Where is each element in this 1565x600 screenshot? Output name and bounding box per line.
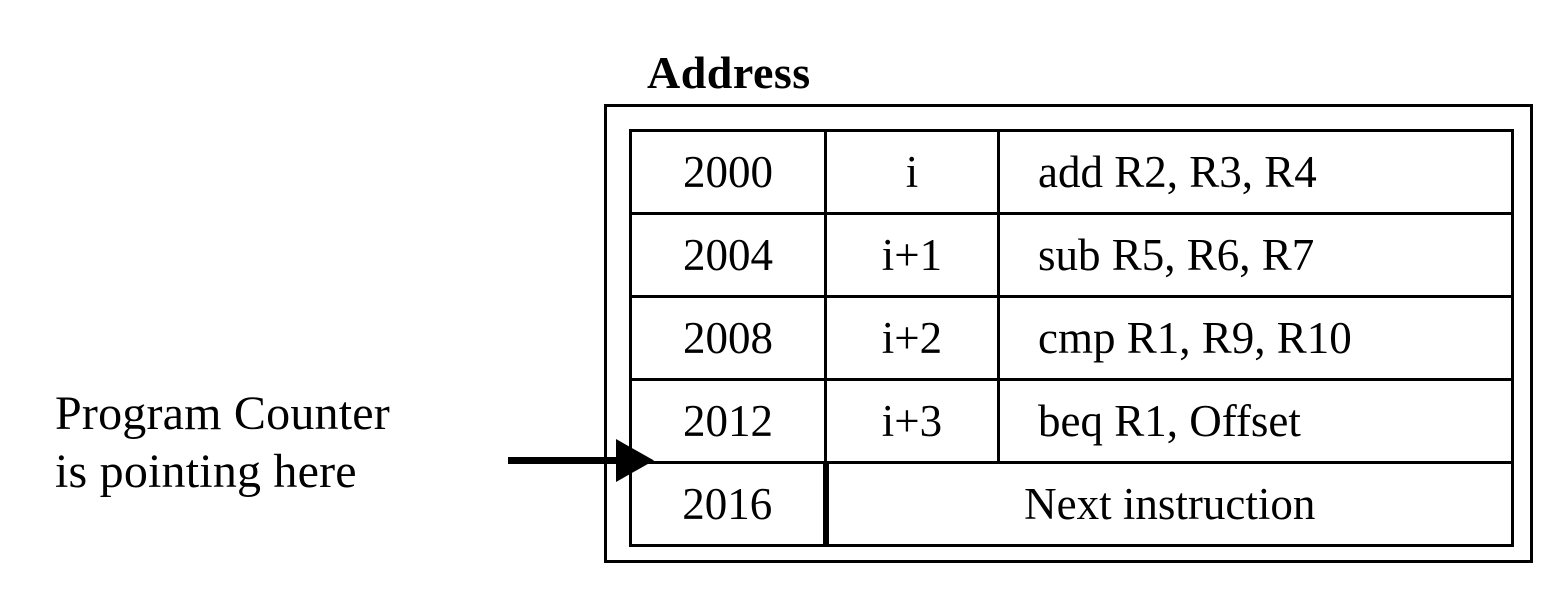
annotation-line-2: is pointing here <box>55 445 357 498</box>
memory-table: 2000 i add R2, R3, R4 2004 i+1 sub R5, R… <box>629 129 1514 547</box>
cell-index: i+1 <box>824 212 1000 298</box>
cell-address: 2004 <box>629 212 827 298</box>
cell-next-instruction: Next instruction <box>822 461 1514 547</box>
cell-instruction: add R2, R3, R4 <box>997 129 1514 215</box>
cell-address-current: 2016 <box>629 461 826 547</box>
cell-address: 2008 <box>629 295 827 381</box>
table-row: 2012 i+3 beq R1, Offset <box>629 378 1514 464</box>
cell-index: i <box>824 129 1000 215</box>
program-counter-annotation: Program Counter is pointing here <box>55 385 485 501</box>
memory-outer-frame: 2000 i add R2, R3, R4 2004 i+1 sub R5, R… <box>604 104 1533 563</box>
cell-address: 2000 <box>629 129 827 215</box>
table-row-current: 2016 Next instruction <box>629 461 1514 547</box>
cell-instruction: sub R5, R6, R7 <box>997 212 1514 298</box>
cell-address: 2012 <box>629 378 827 464</box>
cell-instruction: cmp R1, R9, R10 <box>997 295 1514 381</box>
table-row: 2000 i add R2, R3, R4 <box>629 129 1514 215</box>
cell-index: i+3 <box>824 378 1000 464</box>
cell-index: i+2 <box>824 295 1000 381</box>
table-row: 2008 i+2 cmp R1, R9, R10 <box>629 295 1514 381</box>
cell-instruction: beq R1, Offset <box>997 378 1514 464</box>
address-column-label: Address <box>647 47 811 98</box>
table-row: 2004 i+1 sub R5, R6, R7 <box>629 212 1514 298</box>
annotation-line-1: Program Counter <box>55 387 390 440</box>
